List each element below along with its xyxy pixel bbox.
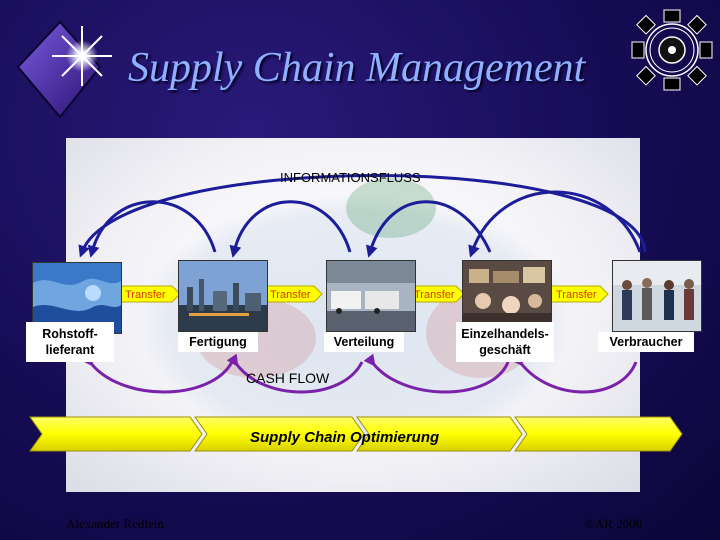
stage-manufacturing: Fertigung [178,332,258,352]
info-flow-arrow-main [78,174,647,258]
optimization-arrow-2 [194,416,365,452]
stage-raw-material-supplier: Rohstoff- lieferant [26,322,114,362]
footer-author: Alexander Redlein [66,516,164,531]
transfer-label-2: Transfer [270,289,311,301]
supply-chain-optimization-label: Supply Chain Optimierung [250,429,440,446]
cash-flow-arrow-d [511,353,638,394]
cash-flow-arrow-a [81,353,234,394]
emblem-icon [631,9,713,91]
page-title: Supply Chain Management [128,45,586,91]
info-flow-arrow-a [468,190,642,258]
stage-consumer: Verbraucher [598,332,694,352]
info-flow-arrow-d [87,200,217,258]
optimization-arrow-1 [29,416,203,452]
consumer-photo [612,260,702,332]
footer-copyright: ©AR 2000 [585,516,643,531]
cash-flow-arrow-c [363,353,510,394]
info-flow-arrow-c [229,200,352,258]
transfer-label-4: Transfer [556,289,597,301]
stage-distribution: Verteilung [324,332,404,352]
transfer-label-1: Transfer [125,289,166,301]
distribution-photo [326,260,416,332]
info-flow-arrow-b [365,200,492,258]
manufacturing-photo [178,260,268,332]
cash-flow-label: CASH FLOW [246,370,330,386]
transfer-label-3: Transfer [414,289,455,301]
sparkle-logo-icon [16,20,112,119]
optimization-arrow-3 [356,416,523,452]
stage-retail-store: Einzelhandels- geschäft [456,322,554,362]
information-flow-label: INFORMATIONSFLUSS [280,170,421,185]
optimization-arrow-4 [514,416,683,452]
cash-flow-arrow-b [226,353,364,394]
